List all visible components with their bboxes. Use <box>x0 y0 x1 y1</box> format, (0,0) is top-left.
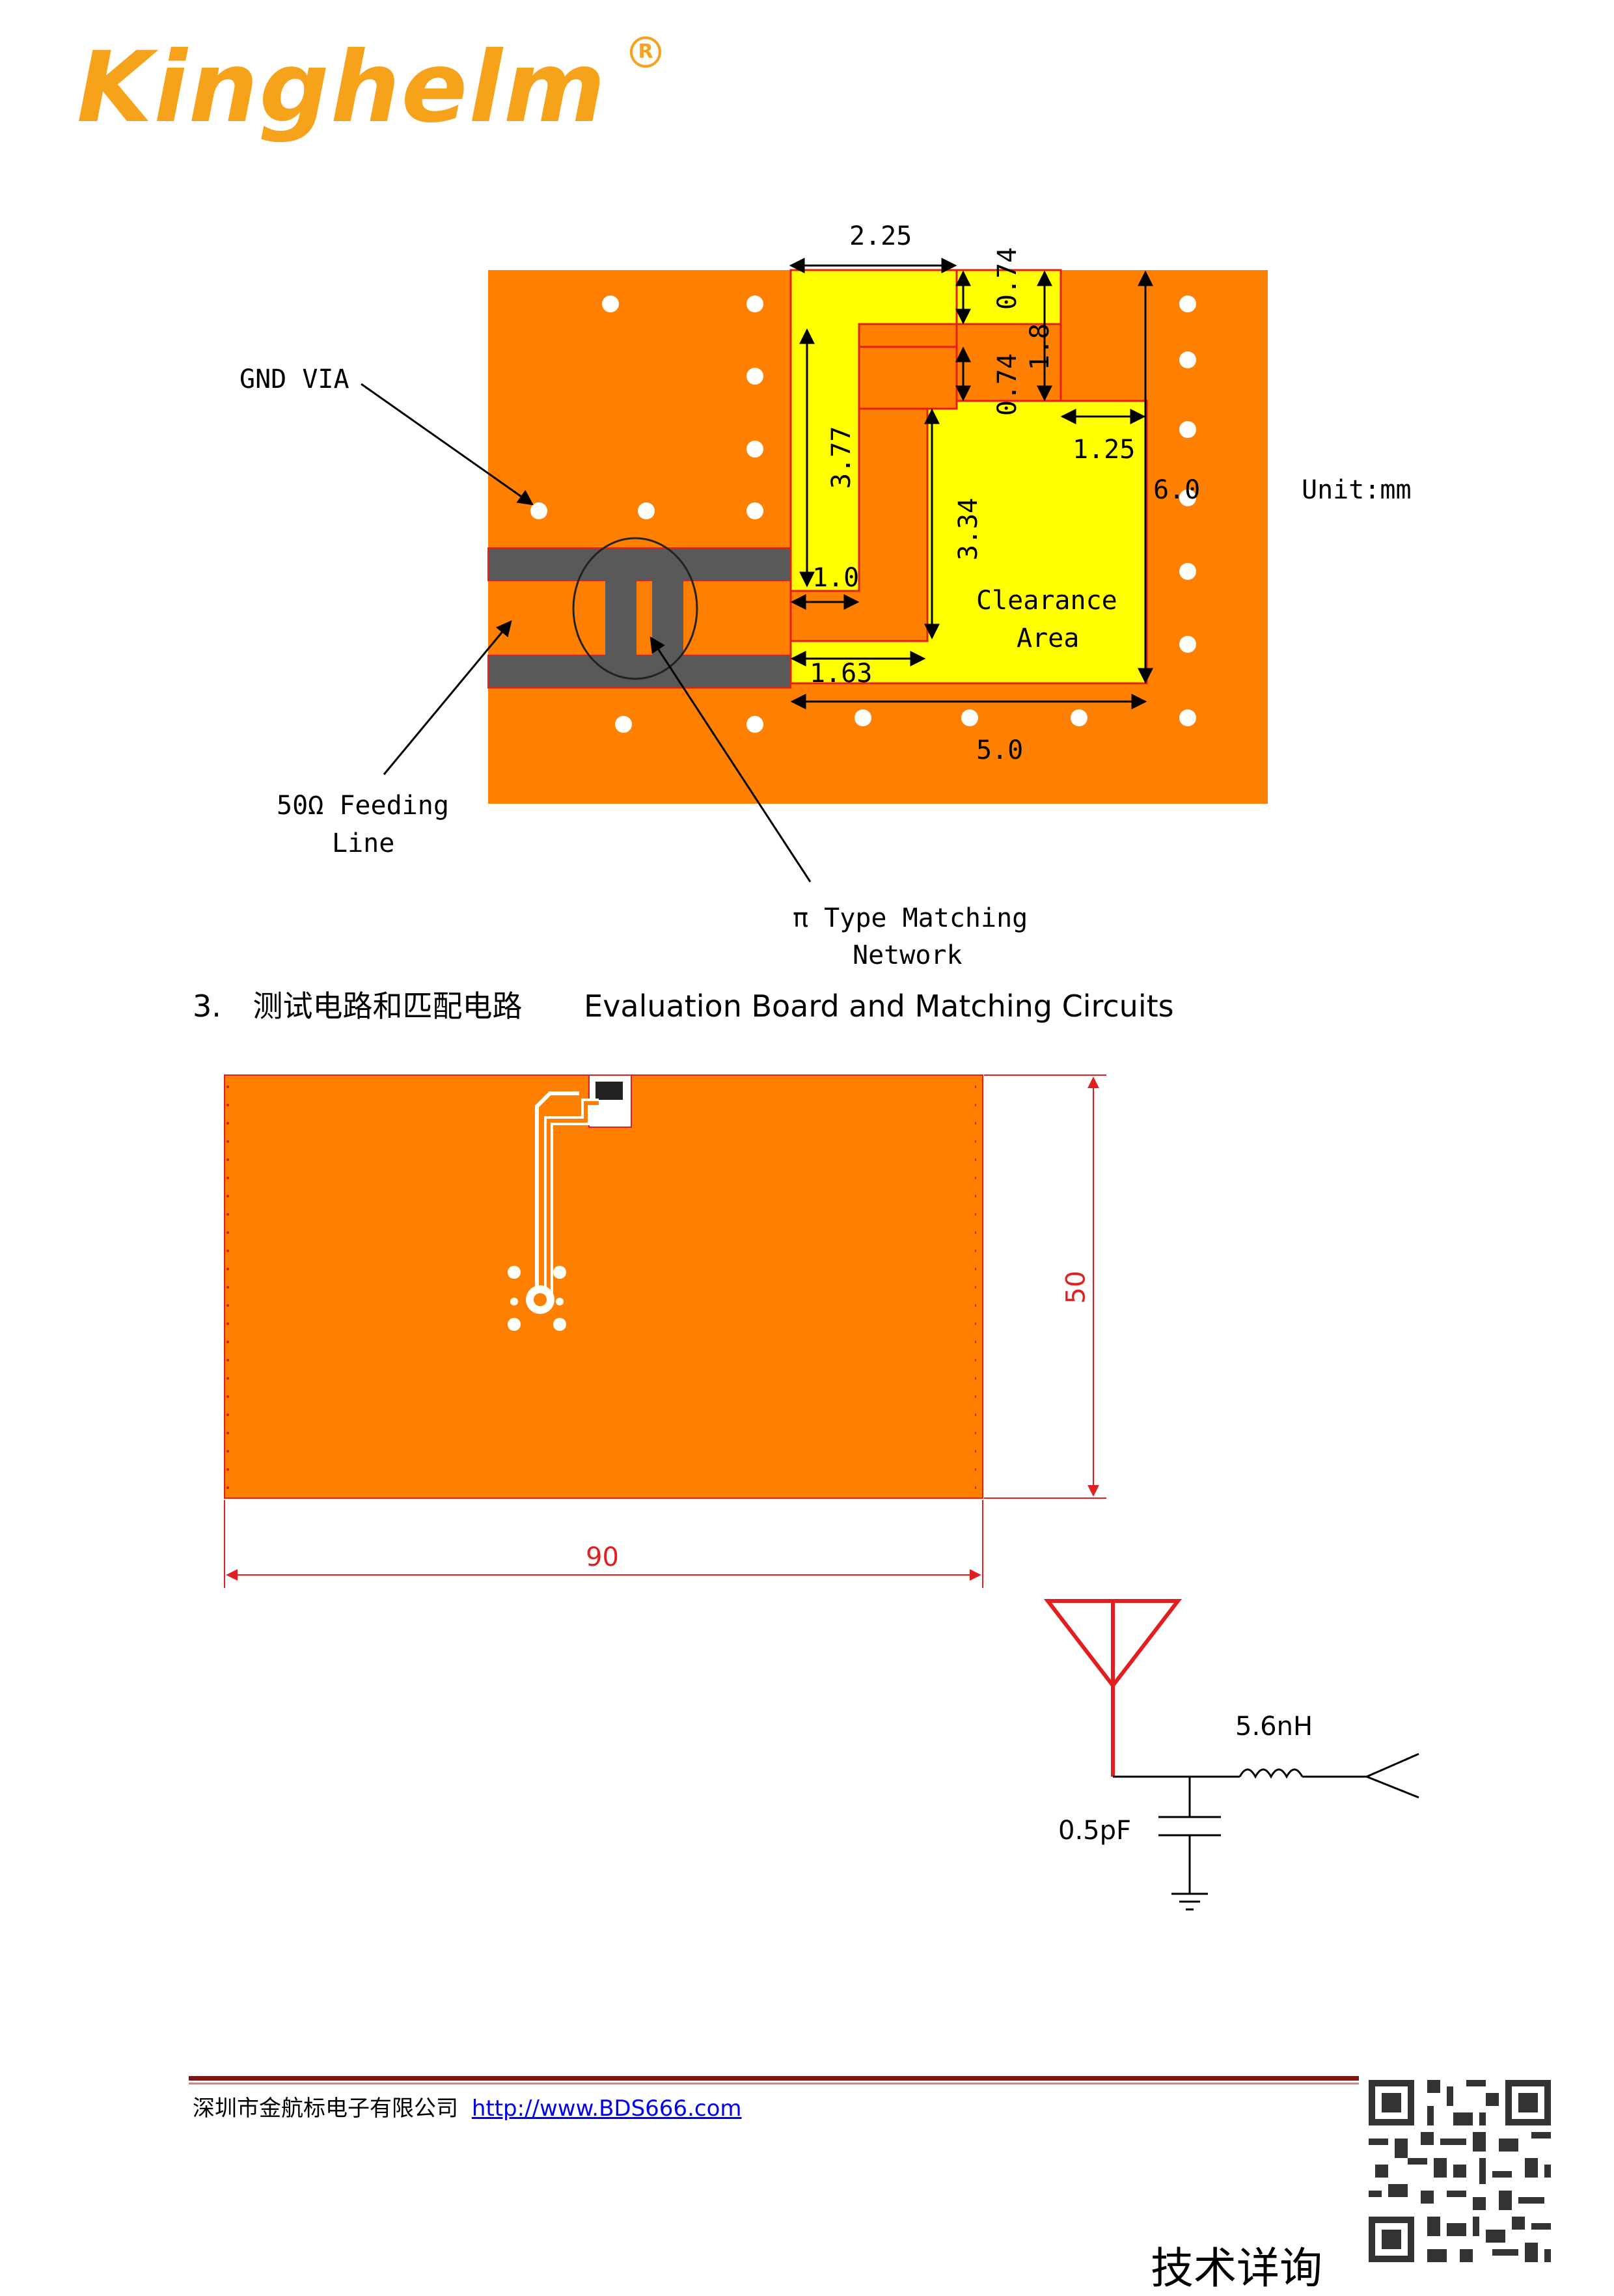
antenna-symbol <box>1043 1599 1183 1777</box>
matching-stub-right <box>652 581 683 655</box>
feeding-line-label-line1: 50Ω Feeding <box>277 791 449 821</box>
matching-network-circle <box>572 537 698 680</box>
dim-5-0: 5.0 <box>976 735 1024 765</box>
matching-network-label-line2: Network <box>853 940 963 970</box>
evaluation-board-figure <box>224 1074 1106 1588</box>
company-name: 深圳市金航标电子有限公司 <box>193 2096 458 2122</box>
dim-1-8: 1.8 <box>1025 323 1056 371</box>
eval-board-copper <box>225 1075 983 1498</box>
dim-1-63: 1.63 <box>810 659 873 689</box>
matching-network-label-line1: π Type Matching <box>793 903 1028 933</box>
dim-2-25: 2.25 <box>849 221 912 251</box>
feed-trace-top <box>487 547 791 581</box>
registered-mark-icon: R <box>630 36 661 68</box>
section-number: 3. <box>193 989 221 1024</box>
website-link[interactable]: http://www.BDS666.com <box>471 2096 742 2122</box>
clearance-label-line2: Area <box>1017 623 1080 653</box>
inductor-symbol <box>1238 1768 1304 1779</box>
section-title-en: Evaluation Board and Matching Circuits <box>584 989 1174 1024</box>
dim-1-0: 1.0 <box>812 563 860 593</box>
dim-6-0: 6.0 <box>1153 475 1201 505</box>
matching-stub-left <box>605 581 636 655</box>
tech-inquiry-label: 技术详询 <box>1151 2243 1322 2293</box>
dim-0-74-bottom: 0.74 <box>992 353 1023 417</box>
dim-3-34: 3.34 <box>953 497 984 561</box>
footer-rule-thin <box>189 2083 1359 2084</box>
footer-rule <box>189 2076 1359 2081</box>
antenna-arm-upper <box>858 346 958 410</box>
dim-0-74-top: 0.74 <box>992 247 1023 310</box>
kinghelm-logo: Kinghelm <box>77 31 607 144</box>
feeding-line-label-line2: Line <box>332 828 395 858</box>
chip-antenna <box>595 1082 623 1100</box>
dim-3-77: 3.77 <box>827 426 857 489</box>
unit-label: Unit:mm <box>1302 475 1412 505</box>
qr-code-icon <box>1362 2073 1557 2269</box>
eval-board-width-label: 90 <box>586 1542 619 1572</box>
footer-text: 深圳市金航标电子有限公司 http://www.BDS666.com <box>193 2090 742 2122</box>
antenna-detail-figure <box>361 258 1268 882</box>
feed-trace-bottom <box>487 655 791 689</box>
section-title-cn: 测试电路和匹配电路 <box>253 989 523 1024</box>
inductor-label: 5.6nH <box>1235 1712 1313 1742</box>
dim-1-25: 1.25 <box>1073 435 1136 465</box>
section-heading: 3. 测试电路和匹配电路 Evaluation Board and Matchi… <box>193 983 1174 1026</box>
gnd-via-label: GND VIA <box>239 364 349 394</box>
clearance-label-line1: Clearance <box>976 586 1117 616</box>
matching-circuit-schematic <box>1043 1599 1419 1911</box>
eval-board-height-label: 50 <box>1061 1270 1091 1304</box>
capacitor-label: 0.5pF <box>1058 1816 1132 1846</box>
gnd-via-group <box>530 295 1196 733</box>
